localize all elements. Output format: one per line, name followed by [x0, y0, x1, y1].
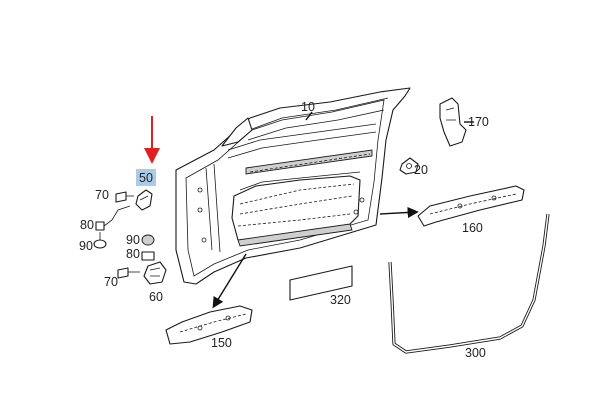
label-160: 160 [462, 221, 483, 235]
label-80-bottom: 80 [126, 247, 140, 261]
label-20: 20 [414, 163, 428, 177]
label-10: 10 [301, 100, 315, 114]
label-70-bottom: 70 [104, 275, 118, 289]
part-80-clip-top [95, 205, 131, 231]
label-60: 60 [149, 290, 163, 304]
label-90-bottom: 90 [126, 233, 140, 247]
door-shell [175, 87, 411, 285]
leader-150 [212, 253, 247, 309]
part-320-label [289, 265, 353, 301]
part-50-clip [135, 189, 153, 211]
part-90-clip-bottom [141, 234, 155, 246]
part-150-trim [165, 305, 253, 345]
label-300: 300 [465, 346, 486, 360]
part-70-screw-top [115, 191, 134, 203]
label-170: 170 [468, 115, 489, 129]
part-60-grommet [143, 261, 167, 285]
leader-10 [305, 111, 313, 121]
label-90-top: 90 [79, 239, 93, 253]
highlight-50 [136, 169, 156, 186]
part-90-clip-top [93, 232, 107, 249]
part-80-clip-bottom [141, 251, 155, 261]
label-150: 150 [211, 336, 232, 350]
part-300-seal [388, 213, 550, 354]
leader-160 [379, 206, 419, 219]
part-160-trim [417, 185, 525, 227]
label-80-top: 80 [80, 218, 94, 232]
label-50: 50 [139, 171, 153, 185]
label-320: 320 [330, 293, 351, 307]
label-70-top: 70 [95, 188, 109, 202]
part-170-bracket [439, 97, 467, 147]
part-70-screw-bottom [117, 267, 140, 279]
part-20-nut [399, 157, 419, 175]
